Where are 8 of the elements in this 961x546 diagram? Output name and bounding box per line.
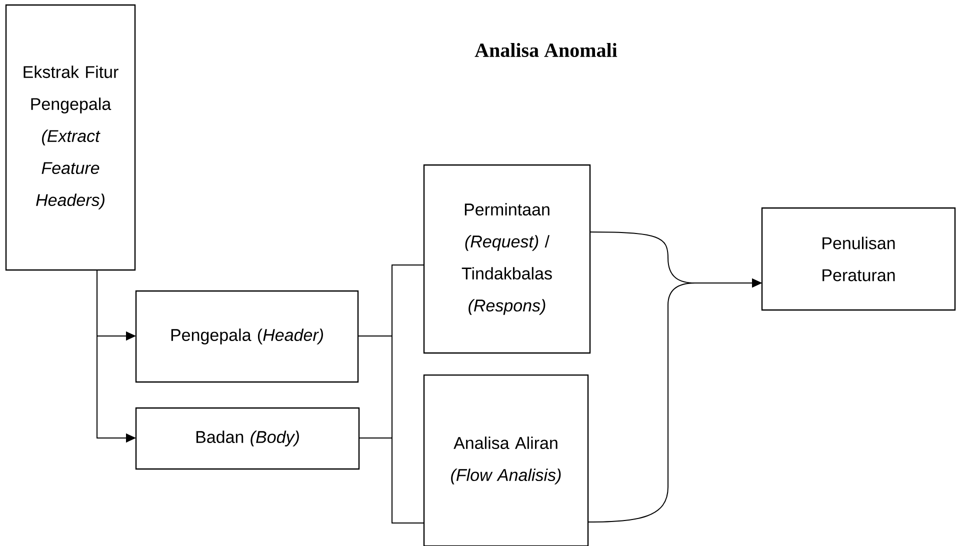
process-box: Analisa Aliran (Flow Analisis) [423, 374, 589, 546]
process-box: Badan (Body) [135, 407, 360, 470]
connector [358, 437, 424, 524]
title: Analisa Anomali [474, 42, 618, 58]
process-box: Penulisan Peraturan [761, 207, 956, 311]
process-box: Ekstrak Fitur Pengepala (Extract Feature Headers) [5, 4, 136, 271]
process-box: Pengepala (Header) [135, 290, 359, 383]
process-box: Permintaan (Request) / Tindakbalas (Respons) [423, 164, 591, 354]
